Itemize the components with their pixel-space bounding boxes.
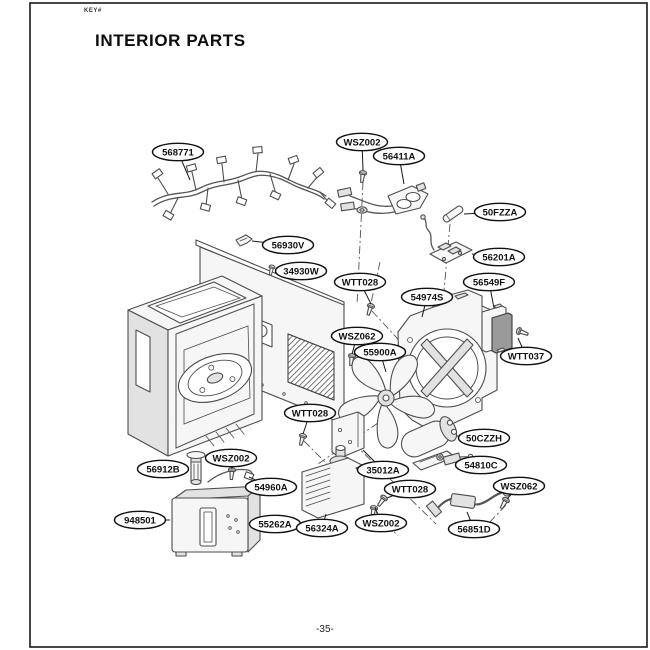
callout-56201a: 56201A — [471, 247, 526, 267]
callout-54974s: 54974S — [400, 287, 454, 318]
fuse-drawing — [442, 205, 464, 223]
svg-text:WSZ062: WSZ062 — [339, 331, 376, 342]
callout-50czzh: 50CZZH — [456, 428, 511, 448]
callout-56324a: 56324A — [295, 513, 349, 538]
svg-text:56411A: 56411A — [383, 151, 416, 162]
callout-54810c: 54810C — [454, 455, 508, 475]
svg-text:56930V: 56930V — [272, 240, 305, 251]
callout-wsz002: WSZ002 — [354, 506, 408, 533]
wiring-harness-drawing — [151, 146, 337, 221]
callout-948501: 948501 — [113, 510, 170, 530]
filter-board-drawing — [420, 214, 473, 264]
sensor-wire-drawing — [207, 468, 255, 483]
svg-text:56912B: 56912B — [146, 464, 179, 475]
svg-text:50CZZH: 50CZZH — [466, 433, 502, 444]
callout-56912b: 56912B — [136, 459, 190, 479]
callout-wsz002: WSZ002 — [335, 132, 389, 171]
svg-text:WTT028: WTT028 — [342, 277, 378, 288]
callout-54960a: 54960A — [244, 476, 298, 497]
svg-text:948501: 948501 — [124, 515, 156, 526]
svg-text:WTT028: WTT028 — [392, 484, 428, 495]
svg-text:50FZZA: 50FZZA — [483, 207, 518, 218]
screw-icon — [357, 169, 368, 184]
callout-55262a: 55262A — [248, 514, 302, 534]
svg-text:55900A: 55900A — [363, 347, 396, 358]
svg-text:WTT028: WTT028 — [292, 408, 328, 419]
page-border — [29, 2, 648, 648]
screw-icon — [227, 466, 237, 481]
page-title: INTERIOR PARTS — [95, 31, 246, 50]
svg-text:WSZ002: WSZ002 — [363, 518, 400, 529]
callout-56411a: 56411A — [372, 146, 426, 185]
callout-wsz062: WSZ062 — [330, 326, 384, 355]
svg-text:56324A: 56324A — [305, 523, 338, 534]
mount-bracket-drawing — [481, 303, 513, 354]
callout-56930v: 56930V — [251, 235, 315, 255]
callout-wtt028: WTT028 — [283, 403, 337, 435]
svg-text:WSZ062: WSZ062 — [501, 481, 538, 492]
svg-text:54974S: 54974S — [411, 292, 444, 303]
svg-text:WSZ002: WSZ002 — [344, 137, 381, 148]
callout-56549f: 56549F — [462, 272, 516, 309]
screw-icon — [497, 495, 511, 511]
callout-wtt028: WTT028 — [383, 479, 437, 499]
svg-text:56201A: 56201A — [482, 252, 515, 263]
callout-568771: 568771 — [151, 142, 205, 181]
svg-text:54810C: 54810C — [464, 460, 497, 471]
screw-icon — [375, 493, 389, 509]
callout-56851d: 56851D — [447, 511, 501, 539]
screw-icon — [515, 326, 530, 339]
svg-text:56851D: 56851D — [457, 524, 490, 535]
callout-layer: 568771WSZ00256411A50FZZA56201A56549F5693… — [113, 132, 553, 539]
key-label: KEY# — [84, 8, 102, 14]
callout-34930w: 34930W — [274, 261, 328, 281]
turntable-drawing — [177, 353, 253, 403]
svg-text:WSZ002: WSZ002 — [213, 453, 250, 464]
oven-cavity-drawing — [127, 275, 263, 457]
svg-text:WTT037: WTT037 — [508, 351, 544, 362]
thermostat-drawing — [336, 182, 429, 215]
magnetron-drawing — [301, 444, 377, 519]
svg-text:34930W: 34930W — [283, 266, 318, 277]
svg-text:56549F: 56549F — [473, 277, 505, 288]
callout-wtt037: WTT037 — [499, 337, 553, 366]
svg-text:568771: 568771 — [162, 147, 194, 158]
callout-35012a: 35012A — [356, 449, 410, 480]
callout-wtt028: WTT028 — [333, 272, 387, 305]
callout-wsz002: WSZ002 — [204, 448, 258, 470]
svg-text:55262A: 55262A — [258, 519, 291, 530]
callout-wsz062: WSZ062 — [492, 476, 546, 500]
page-number: -35- — [316, 624, 334, 635]
screw-icon — [296, 432, 308, 447]
transformer-drawing — [171, 485, 261, 557]
svg-text:35012A: 35012A — [366, 465, 399, 476]
svg-text:54960A: 54960A — [254, 482, 287, 493]
screw-icon — [364, 302, 376, 317]
callout-55900a: 55900A — [353, 342, 407, 373]
lamp-drawing — [186, 450, 206, 486]
callout-50fzza: 50FZZA — [463, 202, 527, 222]
capacitor-drawing — [400, 416, 458, 458]
